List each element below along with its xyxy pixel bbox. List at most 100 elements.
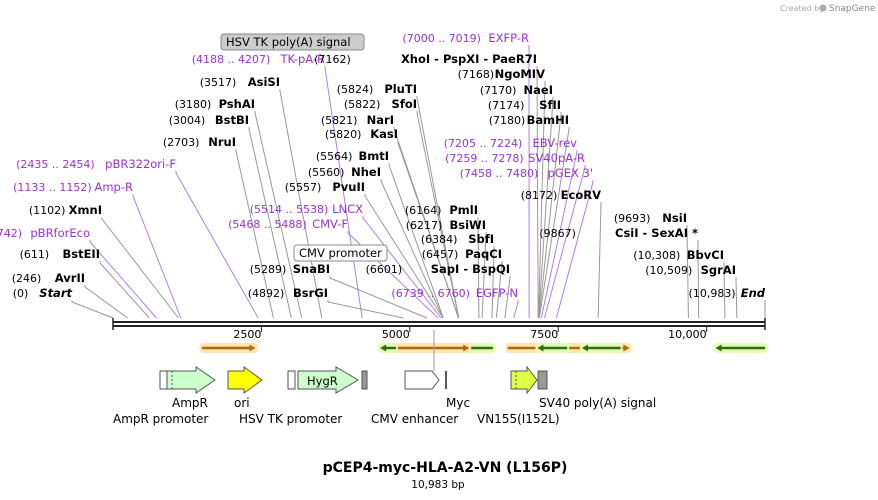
site-label[interactable]: (6457)PaqCI — [422, 247, 502, 261]
site-name: BstEII — [62, 247, 100, 261]
site-label[interactable]: (5820)KasI — [325, 127, 398, 141]
leader-line — [89, 240, 157, 319]
callout-hsv-tk-polya[interactable]: HSV TK poly(A) signal — [220, 33, 365, 51]
site-label[interactable]: (4892) BsrGI — [248, 286, 328, 300]
site-label[interactable]: (7259 .. 7278)SV40pA-R — [445, 151, 585, 165]
site-coordinate: (5822) — [344, 98, 381, 111]
site-label[interactable]: (5564)BmtI — [316, 149, 389, 163]
leader-line — [723, 262, 726, 319]
site-name: pBRforEco — [30, 226, 90, 240]
site-label[interactable]: (5822) SfoI — [344, 97, 417, 111]
map-subtitle: 10,983 bp — [411, 479, 465, 491]
feature-cmv-enhancer-glyph[interactable] — [404, 370, 440, 390]
site-label[interactable]: (7170) NaeI — [480, 83, 553, 97]
site-name: pGEX 3' — [548, 166, 594, 180]
site-name: TK-pA-R — [279, 52, 325, 66]
site-label[interactable]: (724 .. 742)pBRforEco — [0, 226, 90, 240]
leader-line — [477, 217, 480, 319]
site-label[interactable]: (6384)SbfI — [421, 232, 494, 246]
site-name: BmtI — [358, 149, 389, 163]
site-label[interactable]: (5289)SnaBI — [250, 262, 330, 276]
leader-line — [362, 216, 442, 319]
site-label[interactable]: (7162)XhoI - PspXI - PaeR7I — [314, 52, 537, 66]
site-coordinate: (4188 .. 4207) — [192, 53, 271, 66]
site-coordinate: (2703) — [163, 136, 200, 149]
site-label[interactable]: (7180)BamHI — [489, 113, 569, 127]
feature-ampr[interactable] — [159, 366, 216, 394]
site-label[interactable]: (3517)AsiSI — [200, 75, 280, 89]
site-label[interactable]: (6739 .. 6760)EGFP-N — [391, 286, 518, 300]
leader-line — [504, 276, 511, 319]
leader-line — [735, 277, 738, 319]
site-coordinate: (10,509) — [645, 264, 692, 277]
site-label[interactable]: (611) BstEII — [20, 247, 100, 261]
site-label[interactable]: (5821)NarI — [321, 113, 394, 127]
site-label[interactable]: (3180)PshAI — [175, 97, 255, 111]
site-label[interactable]: (2703)NruI — [163, 135, 236, 149]
site-name: SgrAI — [701, 263, 736, 277]
site-label[interactable]: (8172)EcoRV — [521, 188, 601, 202]
site-label[interactable]: (7205 .. 7224)EBV-rev — [444, 136, 577, 150]
feature-ori-glyph[interactable] — [227, 366, 263, 394]
site-name: XmnI — [69, 203, 102, 217]
site-label[interactable]: (5824)PluTI — [337, 82, 417, 96]
site-label[interactable]: (7168)NgoMIV — [458, 67, 545, 81]
leader-line — [279, 89, 323, 319]
credit-brand: SnapGene — [829, 4, 876, 14]
site-name: End — [741, 286, 766, 300]
feature-vn155-glyph[interactable] — [510, 365, 538, 395]
site-label[interactable]: (10,509) SgrAI — [645, 263, 736, 277]
site-label[interactable]: (10,983)End — [689, 286, 766, 300]
site-label[interactable]: (4188 .. 4207) TK-pA-R — [192, 52, 325, 66]
site-label[interactable]: (9867)CsiI - SexAI * — [539, 226, 698, 240]
feature-arrow — [202, 344, 256, 352]
site-label[interactable]: (7000 .. 7019)EXFP-R — [402, 31, 529, 45]
site-name: PluTI — [384, 82, 417, 96]
site-label[interactable]: (2435 .. 2454)pBR322ori-F — [16, 157, 176, 171]
leader-line — [416, 111, 460, 319]
site-label[interactable]: (3004)BstBI — [169, 113, 249, 127]
leader-line — [538, 97, 554, 319]
site-name: SfoI — [392, 97, 417, 111]
site-label[interactable]: (5560)NheI — [308, 165, 381, 179]
leader-line — [388, 163, 444, 319]
site-coordinate: (4892) — [248, 287, 285, 300]
site-name: NheI — [351, 165, 381, 179]
site-coordinate: (7170) — [480, 84, 517, 97]
site-label[interactable]: (5468 .. 5488)CMV-F — [228, 217, 348, 231]
site-label[interactable]: (6164)PmlI — [405, 203, 478, 217]
leader-line — [597, 202, 602, 319]
site-name: CsiI - SexAI * — [615, 226, 698, 240]
site-label[interactable]: (1133 .. 1152)Amp-R — [13, 180, 133, 194]
credit-prefix: Created by — [780, 4, 824, 13]
site-name: BstBI — [215, 113, 249, 127]
ruler-tick-label: 2500 — [233, 328, 261, 341]
site-name: LNCX — [332, 202, 363, 216]
site-label[interactable]: (0)Start — [13, 286, 73, 300]
site-label[interactable]: (9693)NsiI — [614, 211, 687, 225]
site-label[interactable]: (246)AvrII — [12, 271, 85, 285]
site-label[interactable]: (5514 .. 5538)LNCX — [250, 202, 363, 216]
site-label[interactable]: (7174)SfII — [488, 98, 561, 112]
site-name: NaeI — [524, 83, 553, 97]
site-label[interactable]: (5557)PvuII — [285, 180, 365, 194]
feature-arrow — [581, 344, 621, 352]
site-coordinate: (611) — [20, 248, 50, 261]
feature-hygr[interactable]: HygR — [287, 366, 368, 394]
site-coordinate: (5820) — [325, 128, 362, 141]
site-label[interactable]: (7458 .. 7480)pGEX 3' — [460, 166, 593, 180]
site-label[interactable]: (1102)XmnI — [29, 203, 102, 217]
site-name: EGFP-N — [476, 286, 518, 300]
feature-sv40-polya-glyph[interactable] — [537, 370, 548, 390]
site-coordinate: (246) — [12, 272, 42, 285]
site-label[interactable]: (6217)BsiWI — [406, 218, 486, 232]
site-name: EXFP-R — [488, 31, 529, 45]
site-name: BsrGI — [293, 286, 328, 300]
site-name: SV40pA-R — [528, 151, 585, 165]
callout-cmv-promoter[interactable]: CMV promoter — [293, 244, 388, 262]
site-label[interactable]: (10,308)BbvCI — [633, 248, 724, 262]
leader-line — [481, 232, 487, 319]
callout-label: HSV TK poly(A) signal — [226, 35, 351, 49]
site-label[interactable]: (6601)SapI - BspQI — [366, 262, 510, 276]
site-coordinate: (6384) — [421, 233, 458, 246]
